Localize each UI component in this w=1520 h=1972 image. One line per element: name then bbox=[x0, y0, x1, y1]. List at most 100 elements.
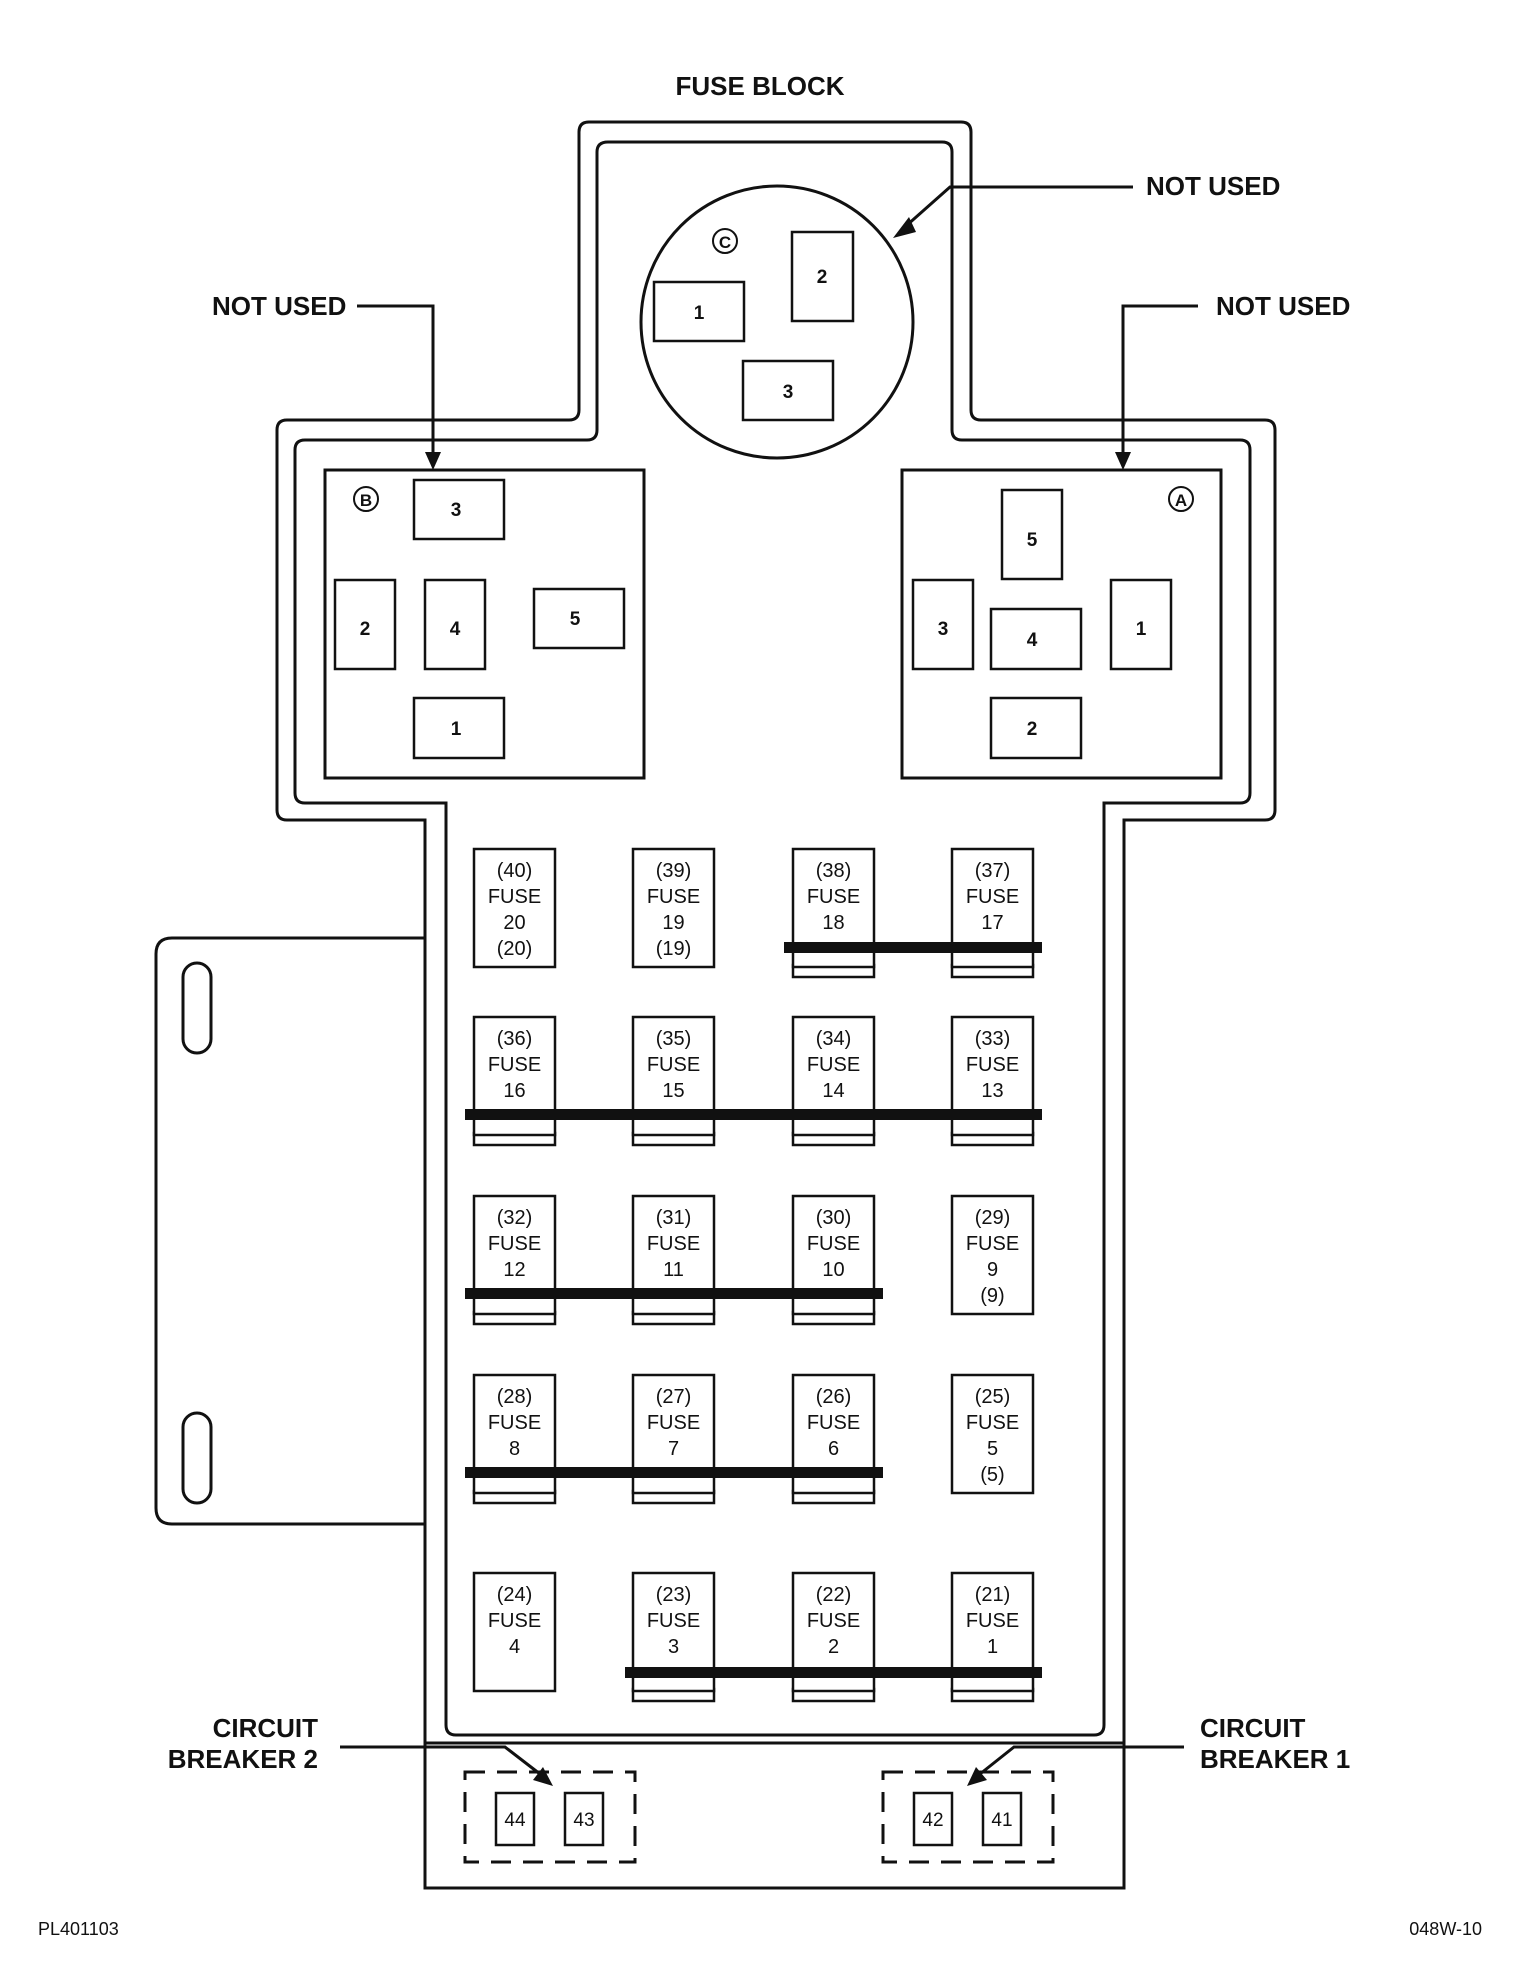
breaker-43[interactable]: 43 bbox=[563, 1791, 605, 1847]
fuse-cav-label: (22) bbox=[816, 1584, 852, 1606]
diagram-title: FUSE BLOCK bbox=[676, 71, 845, 101]
fuse-num-label: 12 bbox=[503, 1259, 525, 1281]
bus-bar-row-5 bbox=[625, 1667, 1042, 1678]
fuse-name-label: FUSE bbox=[966, 1054, 1019, 1076]
svg-text:42: 42 bbox=[922, 1810, 943, 1831]
fuse-3[interactable]: (23) FUSE 3 bbox=[631, 1571, 716, 1703]
leader-not-used-right bbox=[1121, 304, 1198, 455]
fuse-cav-label: (37) bbox=[975, 860, 1011, 882]
fuse-cav-label: (23) bbox=[656, 1584, 692, 1606]
fuse-cav-label: (26) bbox=[816, 1386, 852, 1408]
fuse-cav-label: (28) bbox=[497, 1386, 533, 1408]
leader-cb1 bbox=[979, 1745, 1184, 1776]
fuse-18[interactable]: (38) FUSE 18 bbox=[791, 847, 876, 979]
relay-a-3[interactable]: 3 bbox=[911, 578, 975, 671]
svg-text:4: 4 bbox=[450, 619, 461, 640]
fuse-name-label: FUSE bbox=[488, 886, 541, 908]
svg-text:5: 5 bbox=[1027, 530, 1038, 551]
relay-b-1[interactable]: 1 bbox=[412, 696, 506, 760]
bus-bar-row-4 bbox=[465, 1467, 883, 1478]
relay-b-5[interactable]: 5 bbox=[532, 587, 626, 650]
svg-text:2: 2 bbox=[817, 267, 828, 288]
svg-text:41: 41 bbox=[991, 1810, 1012, 1831]
fuse-num-label: 7 bbox=[668, 1438, 679, 1460]
circuit-breaker-2-outline bbox=[463, 1770, 637, 1864]
fuse-num-label: 3 bbox=[668, 1636, 679, 1658]
fuse-num-label: 10 bbox=[822, 1259, 844, 1281]
fuse-cav-label: (34) bbox=[816, 1028, 852, 1050]
fuse-cav-label: (30) bbox=[816, 1207, 852, 1229]
fuse-num-label: 18 bbox=[822, 912, 844, 934]
fuse-num-label: 17 bbox=[981, 912, 1003, 934]
fuse-cav-label: (36) bbox=[497, 1028, 533, 1050]
relay-a-5[interactable]: 5 bbox=[1000, 488, 1064, 581]
relay-block-a bbox=[900, 468, 1223, 780]
breaker-44[interactable]: 44 bbox=[494, 1791, 536, 1847]
svg-text:1: 1 bbox=[694, 303, 705, 324]
fuse-10[interactable]: (30) FUSE 10 bbox=[791, 1194, 876, 1326]
fuse-alt-label: (9) bbox=[980, 1285, 1004, 1307]
arrowhead-icon bbox=[893, 217, 916, 238]
bus-bar-row-2 bbox=[465, 1109, 1042, 1120]
fuse-body bbox=[950, 1194, 1035, 1316]
fuse-num-label: 11 bbox=[663, 1259, 684, 1281]
housing-inner bbox=[293, 140, 1252, 1737]
fuse-11[interactable]: (31) FUSE 11 bbox=[631, 1194, 716, 1326]
relay-b-4[interactable]: 4 bbox=[423, 578, 487, 671]
relay-c-3[interactable]: 3 bbox=[741, 359, 835, 422]
relay-c-1[interactable]: 1 bbox=[652, 280, 746, 343]
relay-b-3[interactable]: 3 bbox=[412, 478, 506, 541]
relay-block-c bbox=[639, 184, 915, 460]
fuse-name-label: FUSE bbox=[807, 1610, 860, 1632]
fuse-cav-label: (27) bbox=[656, 1386, 692, 1408]
fuse-name-label: FUSE bbox=[807, 1054, 860, 1076]
relay-block-a-badge bbox=[1168, 486, 1194, 512]
fuse-cav-label: (38) bbox=[816, 860, 852, 882]
fuse-name-label: FUSE bbox=[807, 886, 860, 908]
callout-not-used-right: NOT USED bbox=[1216, 291, 1350, 321]
mounting-slot-bottom bbox=[181, 1411, 213, 1505]
relay-a-4[interactable]: 4 bbox=[989, 607, 1083, 671]
fuse-name-label: FUSE bbox=[488, 1233, 541, 1255]
fuse-name-label: FUSE bbox=[647, 1610, 700, 1632]
fuse-num-label: 5 bbox=[987, 1438, 998, 1460]
relay-b-2[interactable]: 2 bbox=[333, 578, 397, 671]
fuse-body bbox=[631, 847, 716, 969]
breaker-42[interactable]: 42 bbox=[912, 1791, 954, 1847]
bus-bars bbox=[465, 942, 1042, 1678]
relay-c-2[interactable]: 2 bbox=[790, 230, 855, 323]
relay-a-2[interactable]: 2 bbox=[989, 696, 1083, 760]
svg-text:4: 4 bbox=[1027, 630, 1038, 651]
fuse-cav-label: (40) bbox=[497, 860, 533, 882]
callout-cb2-line2: BREAKER 2 bbox=[168, 1744, 318, 1774]
fuse-name-label: FUSE bbox=[647, 1233, 700, 1255]
fuse-cav-label: (31) bbox=[656, 1207, 692, 1229]
leader-cb2 bbox=[340, 1745, 541, 1776]
fuse-name-label: FUSE bbox=[966, 1610, 1019, 1632]
fuse-name-label: FUSE bbox=[807, 1233, 860, 1255]
footer-left-code: PL401103 bbox=[38, 1919, 119, 1939]
mounting-bracket bbox=[154, 936, 425, 1526]
breaker-41[interactable]: 41 bbox=[981, 1791, 1023, 1847]
mounting-slot-top bbox=[181, 961, 213, 1055]
relay-block-a-label: A bbox=[1175, 491, 1187, 510]
relay-a-1[interactable]: 1 bbox=[1109, 578, 1173, 671]
relay-block-b bbox=[323, 468, 646, 780]
svg-text:1: 1 bbox=[451, 719, 462, 740]
